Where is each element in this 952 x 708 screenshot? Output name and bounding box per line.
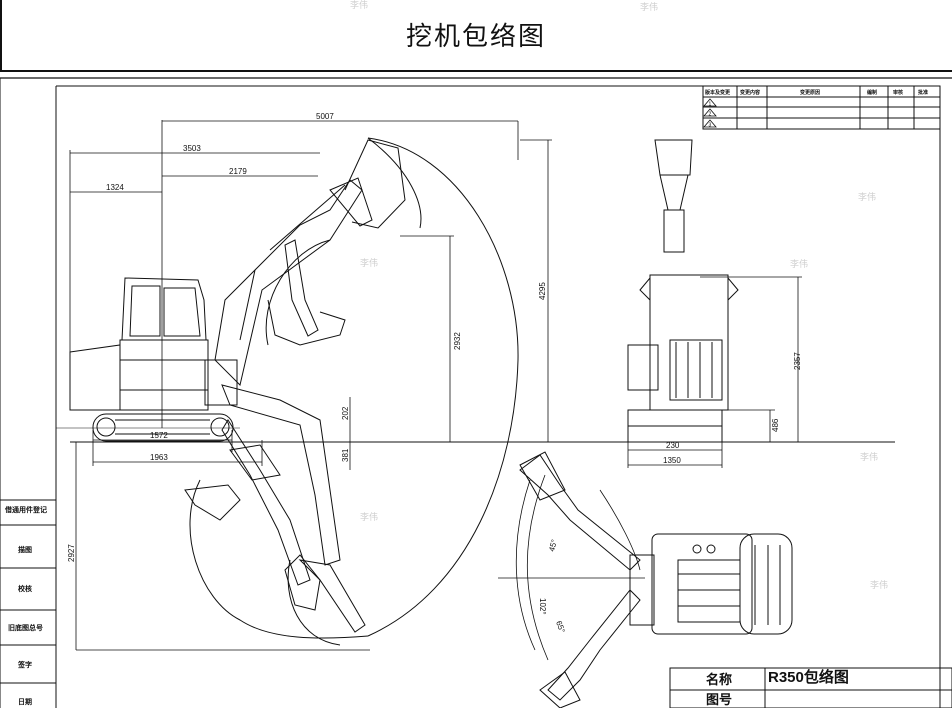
rev-row-3: 3 (709, 123, 712, 129)
excavator-front-view (627, 139, 739, 443)
dim-4295: 4295 (538, 282, 547, 300)
ground-line (56, 427, 895, 443)
drawing-frame (0, 77, 952, 708)
watermark: 李伟 (360, 511, 378, 522)
watermark-layer: 李伟 李伟 李伟 李伟 李伟 李伟 李伟 李伟 (350, 0, 888, 590)
watermark: 李伟 (640, 1, 658, 12)
rev-header-version: 版本及变更 (705, 89, 731, 96)
left-label-tracing: 描图 (18, 545, 32, 554)
rev-triangle-1 (703, 98, 717, 107)
rev-header-drafter: 编制 (867, 89, 877, 96)
watermark: 李伟 (350, 0, 368, 10)
dim-230: 230 (666, 441, 680, 450)
dim-5007: 5007 (316, 112, 334, 121)
rev-row-2: 2 (709, 112, 712, 118)
reach-envelope (189, 137, 519, 646)
watermark: 李伟 (870, 579, 888, 590)
dim-381: 381 (341, 448, 350, 462)
dim-2932: 2932 (453, 332, 462, 350)
watermark: 李伟 (360, 257, 378, 268)
excavator-top-view (519, 451, 793, 708)
dim-2357: 2357 (793, 352, 802, 370)
rev-header-content: 变更内容 (740, 89, 760, 96)
title-bar: 挖机包络图 (0, 0, 952, 72)
front-view-dimension-lines (627, 276, 802, 468)
left-label-date: 日期 (18, 697, 32, 706)
rev-header-approve: 批准 (918, 89, 928, 96)
dim-486: 486 (771, 418, 780, 432)
title-bar-left-border (0, 0, 2, 72)
title-block-name-label: 名称 (706, 672, 732, 687)
side-view-dimension-lines (69, 120, 552, 651)
page-title: 挖机包络图 (405, 22, 546, 52)
left-column-grid (0, 499, 56, 684)
revision-table (702, 85, 941, 130)
rev-triangle-3 (703, 119, 717, 128)
top-view-swing-lines (498, 474, 645, 661)
watermark: 李伟 (790, 258, 808, 269)
rev-row-1: 1 (709, 102, 712, 108)
title-block (669, 667, 952, 708)
dim-2927: 2927 (67, 544, 76, 562)
rev-header-reason: 变更原因 (800, 89, 820, 96)
title-block-name-value: R350包络图 (768, 668, 849, 686)
dim-202: 202 (341, 406, 350, 420)
left-label-signature: 签字 (17, 660, 32, 669)
dim-2179: 2179 (229, 167, 247, 176)
dim-1350: 1350 (663, 456, 681, 465)
rev-triangle-2 (703, 108, 717, 117)
angle-45: 45° (547, 538, 559, 552)
dim-1963: 1963 (150, 453, 168, 462)
dim-1324: 1324 (106, 183, 124, 192)
angle-65: 65° (554, 620, 567, 634)
rev-header-review: 审核 (893, 89, 903, 96)
left-label-check: 校核 (18, 584, 32, 593)
left-label-common-parts: 借通用件登记 (4, 505, 47, 514)
angle-102: 102° (538, 598, 547, 615)
watermark: 李伟 (860, 451, 878, 462)
left-label-old-drawing-no: 旧底图总号 (8, 623, 43, 632)
dim-1572: 1572 (150, 431, 168, 440)
title-block-drawing-no-label: 图号 (706, 692, 732, 707)
dim-3503: 3503 (183, 144, 201, 153)
watermark: 李伟 (858, 191, 876, 202)
excavator-side-view (69, 139, 406, 633)
